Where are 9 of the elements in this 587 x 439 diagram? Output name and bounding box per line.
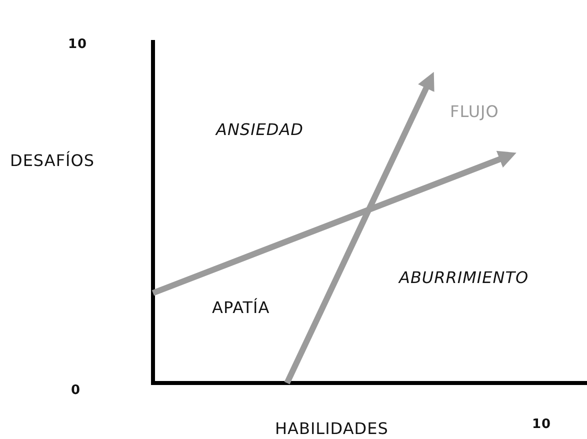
region-label: FLUJO <box>450 104 499 120</box>
axis-label: DESAFÍOS <box>10 153 94 169</box>
region-label: APATÍA <box>212 300 270 316</box>
region-label: ABURRIMIENTO <box>399 270 529 286</box>
axis-tick-label: 10 <box>68 38 88 51</box>
region-label: ANSIEDAD <box>216 122 304 138</box>
axis-label: HABILIDADES <box>275 421 388 437</box>
axis-tick-label: 10 <box>532 418 552 431</box>
axis-tick-label: 0 <box>71 384 81 397</box>
